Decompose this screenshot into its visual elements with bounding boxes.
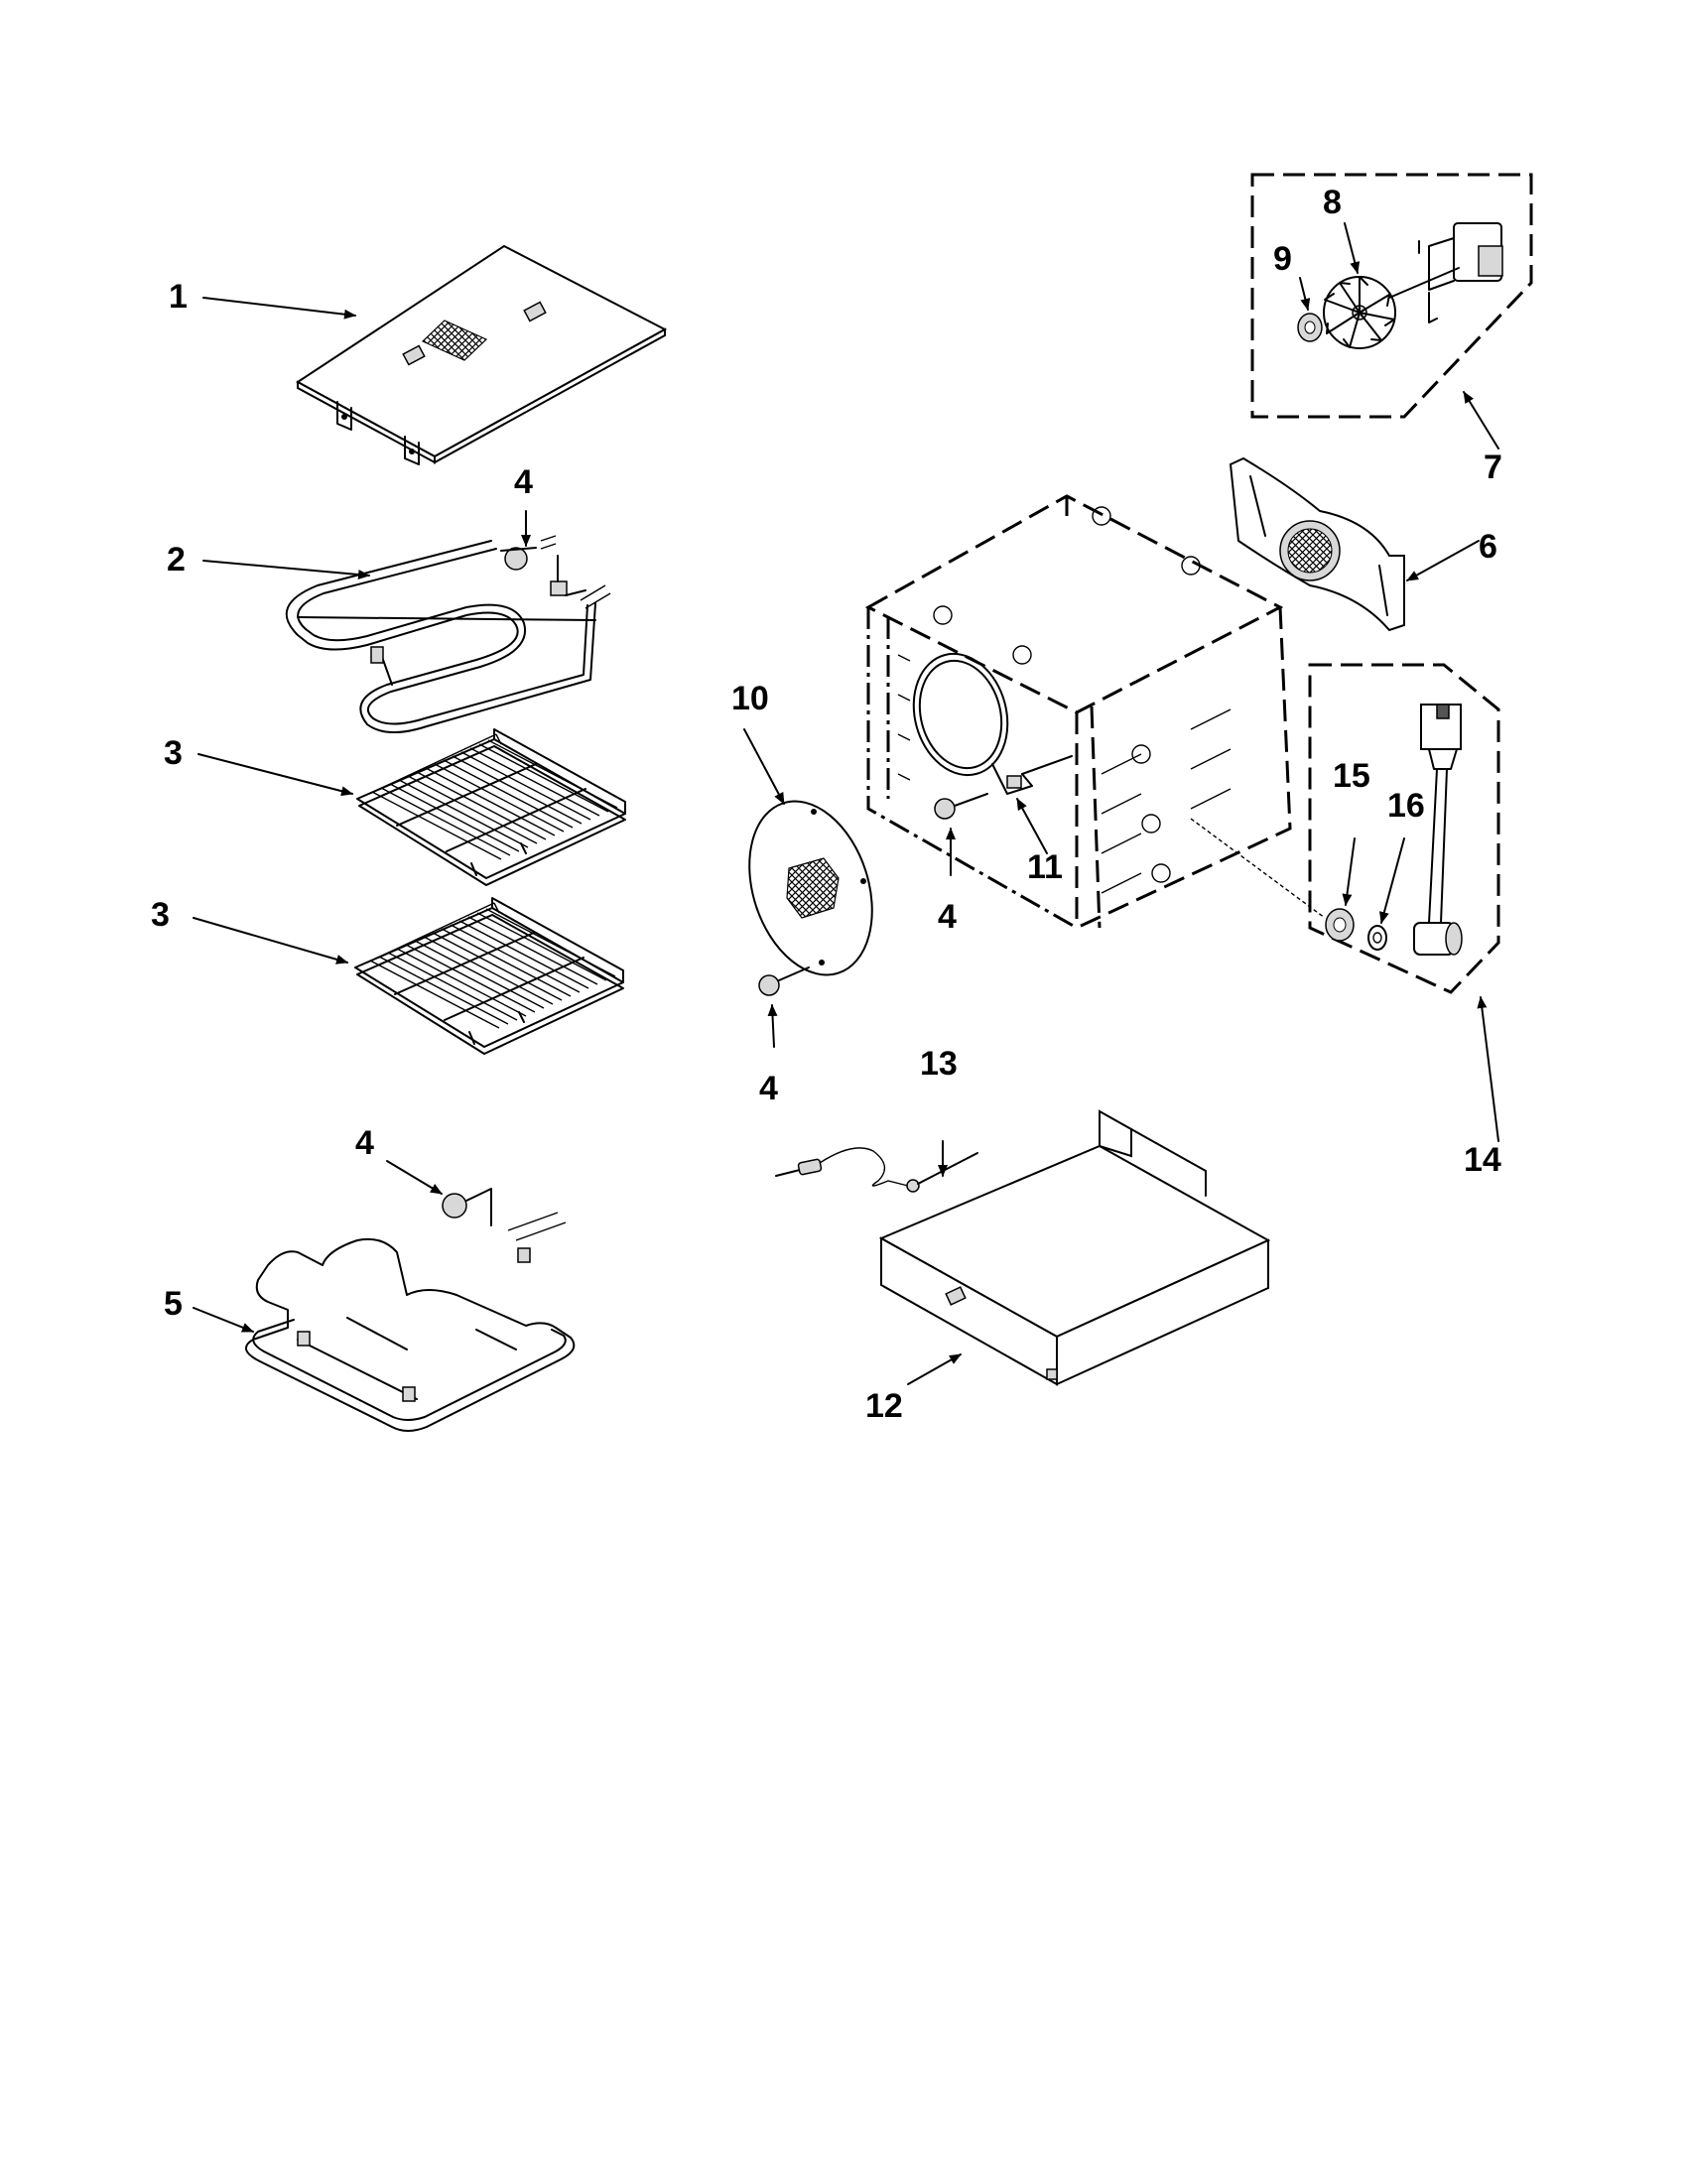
- part-6-fan-shroud: [1229, 456, 1405, 632]
- callout-4-broil-element: 4: [355, 1124, 374, 1162]
- callout-3-lower: 3: [151, 896, 170, 934]
- part-7-fan-motor: [1388, 222, 1503, 323]
- callout-6: 6: [1479, 528, 1497, 566]
- callout-3-upper: 3: [164, 734, 183, 772]
- callout-13: 13: [920, 1045, 958, 1083]
- part-11-convection-element: [912, 652, 1073, 795]
- callout-8: 8: [1323, 184, 1342, 221]
- callout-4-upper-element: 4: [514, 463, 533, 501]
- callout-14: 14: [1464, 1141, 1501, 1179]
- part-7-fan-motor-assembly-box: [1250, 173, 1533, 419]
- callout-9: 10: [731, 680, 769, 717]
- part-12-bottom-panel: [878, 1109, 1271, 1386]
- part-14-sensor-probe: [1413, 704, 1463, 956]
- part-3-oven-rack-upper: [356, 728, 626, 886]
- callout-4-fan-cover: 4: [759, 1070, 778, 1107]
- callout-2: 2: [167, 541, 186, 578]
- part-5-broil-element: [245, 1188, 576, 1432]
- callout-10: 9: [1273, 240, 1292, 278]
- part-4-screw-cavity: [934, 793, 988, 820]
- callout-1: 1: [169, 278, 188, 316]
- part-2-bake-element: [285, 535, 611, 734]
- callout-5: 5: [164, 1285, 183, 1323]
- callout-15: 15: [1333, 757, 1370, 795]
- callout-4-cavity: 4: [938, 898, 957, 936]
- part-4-screw-fan-cover: [758, 966, 810, 996]
- callout-11: 11: [1027, 848, 1063, 886]
- part-13-meat-probe: [775, 1147, 978, 1193]
- callout-12: 12: [865, 1387, 903, 1425]
- part-9-fan-cover: [748, 800, 873, 976]
- oven-cavity-outline: [864, 494, 1326, 930]
- part-8-fan-blade: [1323, 276, 1396, 349]
- callout-16: 16: [1387, 787, 1425, 825]
- callout-numbers: 1 2 3 3 4 4 4 4 5 6 7 8 9 10 11 12 13 14…: [151, 184, 1502, 1425]
- part-3-oven-rack-lower: [354, 897, 624, 1055]
- part-10-nut: [1297, 313, 1323, 342]
- part-14-assembly-box: [1308, 663, 1500, 994]
- part-15-nut: [1325, 908, 1355, 942]
- part-1-top-panel: [296, 244, 668, 465]
- leader-lines: [193, 222, 1499, 1385]
- callout-7: 7: [1484, 449, 1502, 486]
- part-16-washer: [1367, 925, 1387, 951]
